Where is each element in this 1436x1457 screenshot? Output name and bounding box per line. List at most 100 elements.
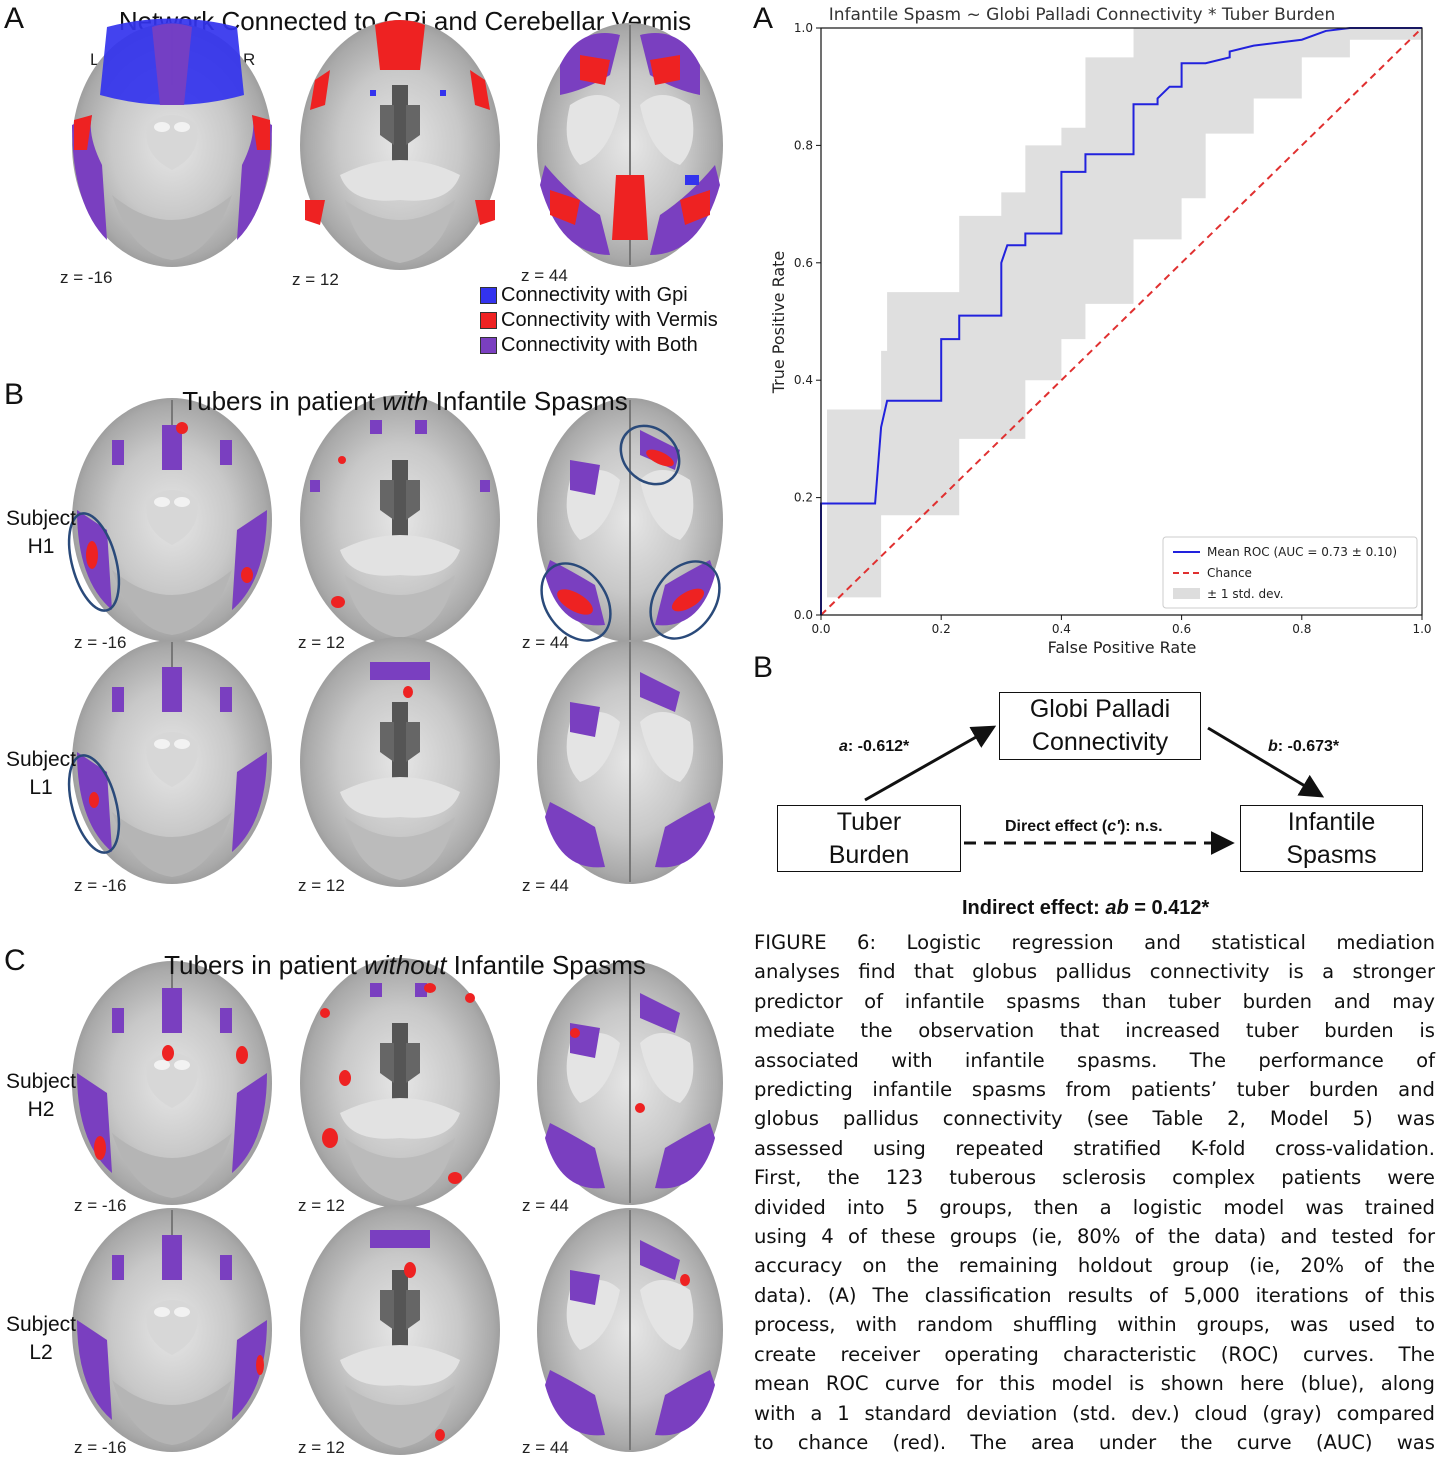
predictor-box: Tuber Burden xyxy=(777,805,961,872)
z-label-b5: z = 12 xyxy=(298,876,345,895)
z-label-c4: z = -16 xyxy=(74,1438,127,1457)
indirect-effect-em: ab xyxy=(1105,897,1129,919)
z-label-c2: z = 12 xyxy=(298,1196,345,1215)
mediator-box: Globi Palladi Connectivity xyxy=(999,692,1201,760)
panel-a-letter: A xyxy=(4,2,25,35)
roc-legend-std-label: ± 1 std. dev. xyxy=(1207,587,1284,601)
caption-line: process, with random shuffling within gr… xyxy=(754,1313,1435,1337)
outcome-line1: Infantile xyxy=(1287,807,1376,836)
z-label-a2: z = 12 xyxy=(292,270,339,289)
roc-chance-line xyxy=(820,27,1423,616)
roc-xlabel: False Positive Rate xyxy=(1048,638,1197,657)
path-a-name: a xyxy=(839,738,848,755)
legend-item-gpi: Connectivity with Gpi xyxy=(480,283,718,308)
caption-line: associated with infantile spasms. The pe… xyxy=(754,1048,1435,1072)
z-label-a1: z = -16 xyxy=(60,268,113,287)
caption-line: divided into 5 groups, then a logistic m… xyxy=(754,1195,1435,1219)
caption-line: to chance (red). The area under the curv… xyxy=(754,1430,1435,1454)
panel-c-title-pre: Tubers in patient xyxy=(164,950,365,980)
path-a-label: a: -0.612* xyxy=(839,738,909,756)
panel-b-title-pre: Tubers in patient xyxy=(182,386,383,416)
path-b-label: b: -0.673* xyxy=(1268,738,1339,756)
roc-xtick-label: 0.4 xyxy=(1052,622,1071,636)
caption-line: with a 1 standard deviation (std. dev.) … xyxy=(754,1401,1435,1425)
predictor-line1: Tuber xyxy=(836,807,902,836)
legend-swatch-gpi xyxy=(480,287,497,304)
roc-legend-std-swatch xyxy=(1173,588,1200,599)
roc-xtick-label: 0.0 xyxy=(811,622,830,636)
subject-l2-line1: Subject xyxy=(5,1313,77,1336)
legend-swatch-both xyxy=(480,337,497,354)
panel-c-title: Tubers in patient without Infantile Spas… xyxy=(110,950,700,981)
legend-swatch-vermis xyxy=(480,312,497,329)
panel-b-title-post: Infantile Spasms xyxy=(428,386,628,416)
roc-xtick-label: 0.8 xyxy=(1292,622,1311,636)
roc-ytick-label: 0.0 xyxy=(794,608,813,622)
direct-effect-label: Direct effect (c'): n.s. xyxy=(1005,818,1163,836)
subject-h2-line1: Subject xyxy=(5,1070,77,1093)
roc-ytick-label: 0.6 xyxy=(794,256,813,270)
legend-label-both: Connectivity with Both xyxy=(501,334,698,356)
roc-ytick-label: 0.4 xyxy=(794,373,813,387)
z-label-a3: z = 44 xyxy=(521,266,568,285)
roc-chart: Infantile Spasm ~ Globi Palladi Connecti… xyxy=(769,5,1432,657)
mediation-arrows xyxy=(864,725,1325,855)
hemisphere-left-label: L xyxy=(90,50,100,69)
roc-xtick-label: 0.6 xyxy=(1172,622,1191,636)
z-label-c1: z = -16 xyxy=(74,1196,127,1215)
direct-effect-tail: ): n.s. xyxy=(1119,818,1163,835)
caption-line: create receiver operating characteristic… xyxy=(754,1342,1435,1366)
path-a-arrow xyxy=(864,725,997,802)
z-label-c3: z = 44 xyxy=(522,1196,569,1215)
z-label-b2: z = 12 xyxy=(298,633,345,652)
subject-h1-line1: Subject xyxy=(5,507,77,530)
z-label-b4: z = -16 xyxy=(74,876,127,895)
path-b-arrow xyxy=(1207,726,1325,798)
outcome-box: Infantile Spasms xyxy=(1240,805,1423,872)
caption-line: accuracy on the remaining holdout group … xyxy=(754,1254,1435,1278)
subject-l2-line2: L2 xyxy=(29,1341,53,1364)
z-label-c6: z = 44 xyxy=(522,1438,569,1457)
panel-b-letter: B xyxy=(4,378,25,411)
path-a-value: : -0.612* xyxy=(847,738,910,755)
roc-legend-box xyxy=(1162,536,1418,609)
panel-b-title-em: with xyxy=(382,386,429,416)
caption-line: analyses find that globus pallidus conne… xyxy=(754,960,1435,984)
caption-line: mean ROC curve for this model is shown h… xyxy=(754,1372,1435,1396)
panel-c-title-post: Infantile Spasms xyxy=(446,950,646,980)
z-label-b3: z = 44 xyxy=(522,633,569,652)
connectivity-legend: Connectivity with Gpi Connectivity with … xyxy=(480,283,718,358)
roc-ytick-label: 0.2 xyxy=(794,491,813,505)
subject-l1-line2: L1 xyxy=(29,776,53,799)
indirect-effect-value: = 0.412* xyxy=(1128,897,1210,919)
legend-label-vermis: Connectivity with Vermis xyxy=(501,309,718,331)
mediator-line1: Globi Palladi xyxy=(1029,695,1171,723)
caption-line: FIGURE 6: Logistic regression and statis… xyxy=(754,931,1435,954)
roc-legend-mean-label: Mean ROC (AUC = 0.73 ± 0.10) xyxy=(1207,545,1397,559)
mediation-panel-letter: B xyxy=(753,651,774,684)
brain-slices xyxy=(67,18,724,1455)
panel-c-letter: C xyxy=(4,944,26,977)
roc-ylabel: True Positive Rate xyxy=(769,251,788,395)
panel-b-title: Tubers in patient with Infantile Spasms xyxy=(110,386,700,417)
path-b-name: b xyxy=(1268,738,1278,755)
subject-h1-label: Subject H1 xyxy=(0,505,82,561)
caption-line: globus pallidus connectivity (see Table … xyxy=(754,1107,1435,1131)
subject-h2-line2: H2 xyxy=(27,1098,55,1121)
roc-mean-line xyxy=(820,27,1422,615)
figure-caption: FIGURE 6: Logistic regression and statis… xyxy=(754,928,1435,1457)
roc-ytick-label: 0.8 xyxy=(794,138,813,152)
caption-line: using 4 of these groups (ie, 80% of the … xyxy=(754,1225,1435,1249)
caption-line: assessed using repeated stratified K-fol… xyxy=(754,1136,1435,1160)
direct-effect-em: c' xyxy=(1107,818,1120,835)
subject-h1-line2: H1 xyxy=(27,535,55,558)
indirect-effect-label: Indirect effect: xyxy=(962,897,1106,919)
z-label-b1: z = -16 xyxy=(74,633,127,652)
legend-item-both: Connectivity with Both xyxy=(480,333,718,358)
roc-legend-chance-label: Chance xyxy=(1207,566,1252,580)
subject-l2-label: Subject L2 xyxy=(0,1311,82,1367)
direct-effect-text: Direct effect ( xyxy=(1005,818,1108,835)
path-b-value: : -0.673* xyxy=(1277,738,1340,755)
legend-item-vermis: Connectivity with Vermis xyxy=(480,308,718,333)
caption-line: First, the 123 tuberous sclerosis comple… xyxy=(754,1166,1435,1190)
